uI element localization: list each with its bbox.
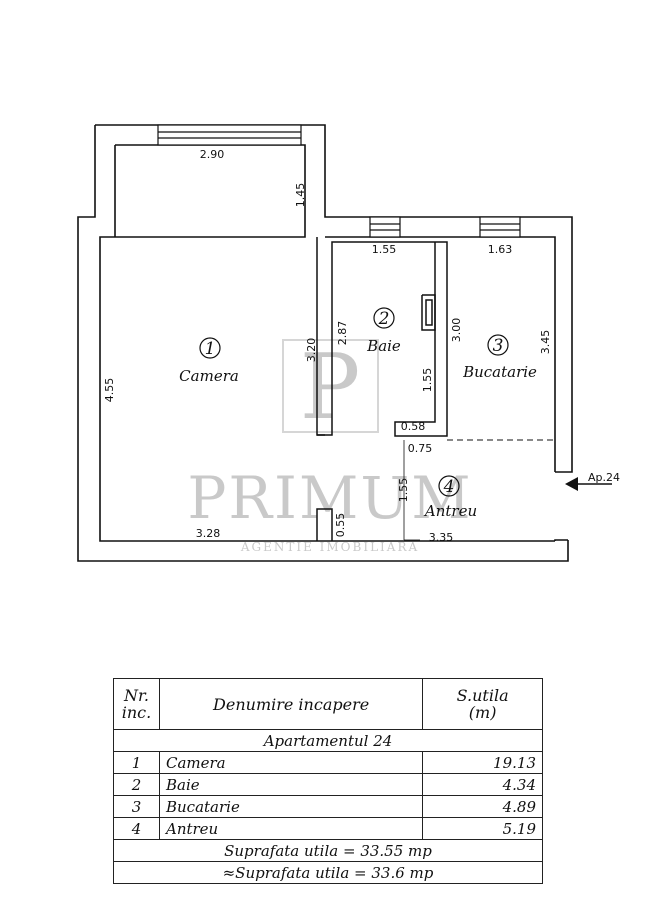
room-3-marker [487, 334, 509, 356]
room-1-marker [199, 337, 221, 359]
wall-baie-buc [394, 241, 448, 437]
table-row: 2 Baie 4.34 [113, 773, 543, 796]
window-baie [369, 216, 401, 238]
row-nr: 1 [113, 751, 160, 774]
header-name: Denumire incapere [158, 678, 424, 730]
table-row: 4 Antreu 5.19 [113, 817, 543, 840]
room-3-number: 3 [493, 336, 504, 356]
entrance-arrow-icon [565, 477, 578, 491]
table-row: 3 Bucatarie 4.89 [113, 795, 543, 818]
watermark-logo-frame [282, 339, 379, 433]
dim-baie-left: 2.87 [336, 321, 349, 346]
dim-antreu-bottom: 3.35 [429, 531, 454, 544]
windows [157, 124, 521, 238]
room-1-number: 1 [205, 339, 216, 359]
room-2-name: Baie [366, 337, 401, 355]
dimension-lines [403, 440, 420, 541]
dim-antreu-door: 0.75 [408, 442, 433, 455]
dim-baie-right: 1.55 [421, 368, 434, 393]
row-area: 19.13 [422, 751, 543, 774]
room-3-name: Bucatarie [462, 363, 537, 381]
room-2-marker [373, 307, 395, 329]
total-area: Suprafata utila = 33.55 mp [113, 839, 543, 862]
room-4-name: Antreu [423, 502, 477, 520]
dim-baie-door: 0.58 [401, 420, 426, 433]
watermark-logo-letter: P [300, 335, 361, 440]
row-area: 4.34 [422, 773, 543, 796]
row-nr: 4 [113, 817, 160, 840]
wall-camera-baie [316, 237, 435, 436]
dim-camera-right: 3.20 [305, 338, 318, 363]
floor-plan: P PRIMUM AGENTIE IMOBILIARA [77, 124, 620, 562]
table-row: 1 Camera 19.13 [113, 751, 543, 774]
row-area: 5.19 [422, 817, 543, 840]
dim-antreu-wall: 0.55 [334, 513, 347, 538]
wall-baie-niche [421, 294, 436, 331]
entrance-label: Ap.24 [588, 471, 620, 484]
room-4-number: 4 [443, 477, 455, 497]
watermark-tagline: AGENTIE IMOBILIARA [240, 540, 419, 554]
entrance-marker: Ap.24 [565, 471, 620, 491]
row-name: Antreu [158, 817, 424, 840]
header-area-line1: S.utila [456, 686, 509, 705]
watermark-name: PRIMUM [187, 464, 472, 532]
dim-camera-top-step: 1.45 [294, 183, 307, 208]
header-nr-line2: inc. [121, 703, 152, 722]
dim-antreu-height: 1.55 [397, 478, 410, 503]
wall-camera-antreu [316, 508, 333, 541]
window-camera [157, 124, 302, 146]
dim-buc-right: 3.45 [539, 330, 552, 355]
dim-camera-bottom: 3.28 [196, 527, 221, 540]
row-name: Bucatarie [158, 795, 424, 818]
row-nr: 3 [113, 795, 160, 818]
dim-camera-left: 4.55 [103, 378, 116, 403]
window-bucatarie [479, 216, 521, 238]
header-nr: Nr. inc. [113, 678, 160, 730]
header-area: S.utila (m) [422, 678, 543, 730]
room-4-marker [438, 475, 460, 497]
row-name: Camera [158, 751, 424, 774]
header-area-line2: (m) [468, 703, 497, 722]
dimension-labels: 2.90 1.45 4.55 3.20 3.28 1.55 2.87 1.55 … [103, 148, 552, 544]
header-nr-line1: Nr. [124, 686, 149, 705]
dim-buc-top: 1.63 [488, 243, 513, 256]
total-rounded-row: ≈Suprafata utila = 33.6 mp [113, 861, 543, 884]
room-labels: 1 Camera 2 Baie 3 Bucatarie 4 Antreu [179, 307, 537, 520]
row-name: Baie [158, 773, 424, 796]
inner-wall-top-right [325, 236, 556, 242]
apartment-title: Apartamentul 24 [113, 729, 543, 752]
dim-camera-top: 2.90 [200, 148, 225, 161]
room-1-name: Camera [179, 367, 239, 385]
apartment-row: Apartamentul 24 [113, 729, 543, 752]
inner-wall-kitchen-outer [554, 539, 568, 541]
room-area-table: Nr. inc. Denumire incapere S.utila (m) A… [113, 678, 543, 884]
room-2-number: 2 [378, 309, 390, 329]
row-area: 4.89 [422, 795, 543, 818]
partitions [316, 237, 555, 541]
outer-wall-outline-left [77, 125, 569, 562]
dim-baie-top: 1.55 [372, 243, 397, 256]
total-row: Suprafata utila = 33.55 mp [113, 839, 543, 862]
table-header-row: Nr. inc. Denumire incapere S.utila (m) [113, 678, 543, 730]
dim-buc-left: 3.00 [450, 318, 463, 343]
watermark: P PRIMUM AGENTIE IMOBILIARA [187, 335, 472, 554]
row-nr: 2 [113, 773, 160, 796]
total-area-rounded: ≈Suprafata utila = 33.6 mp [113, 861, 543, 884]
